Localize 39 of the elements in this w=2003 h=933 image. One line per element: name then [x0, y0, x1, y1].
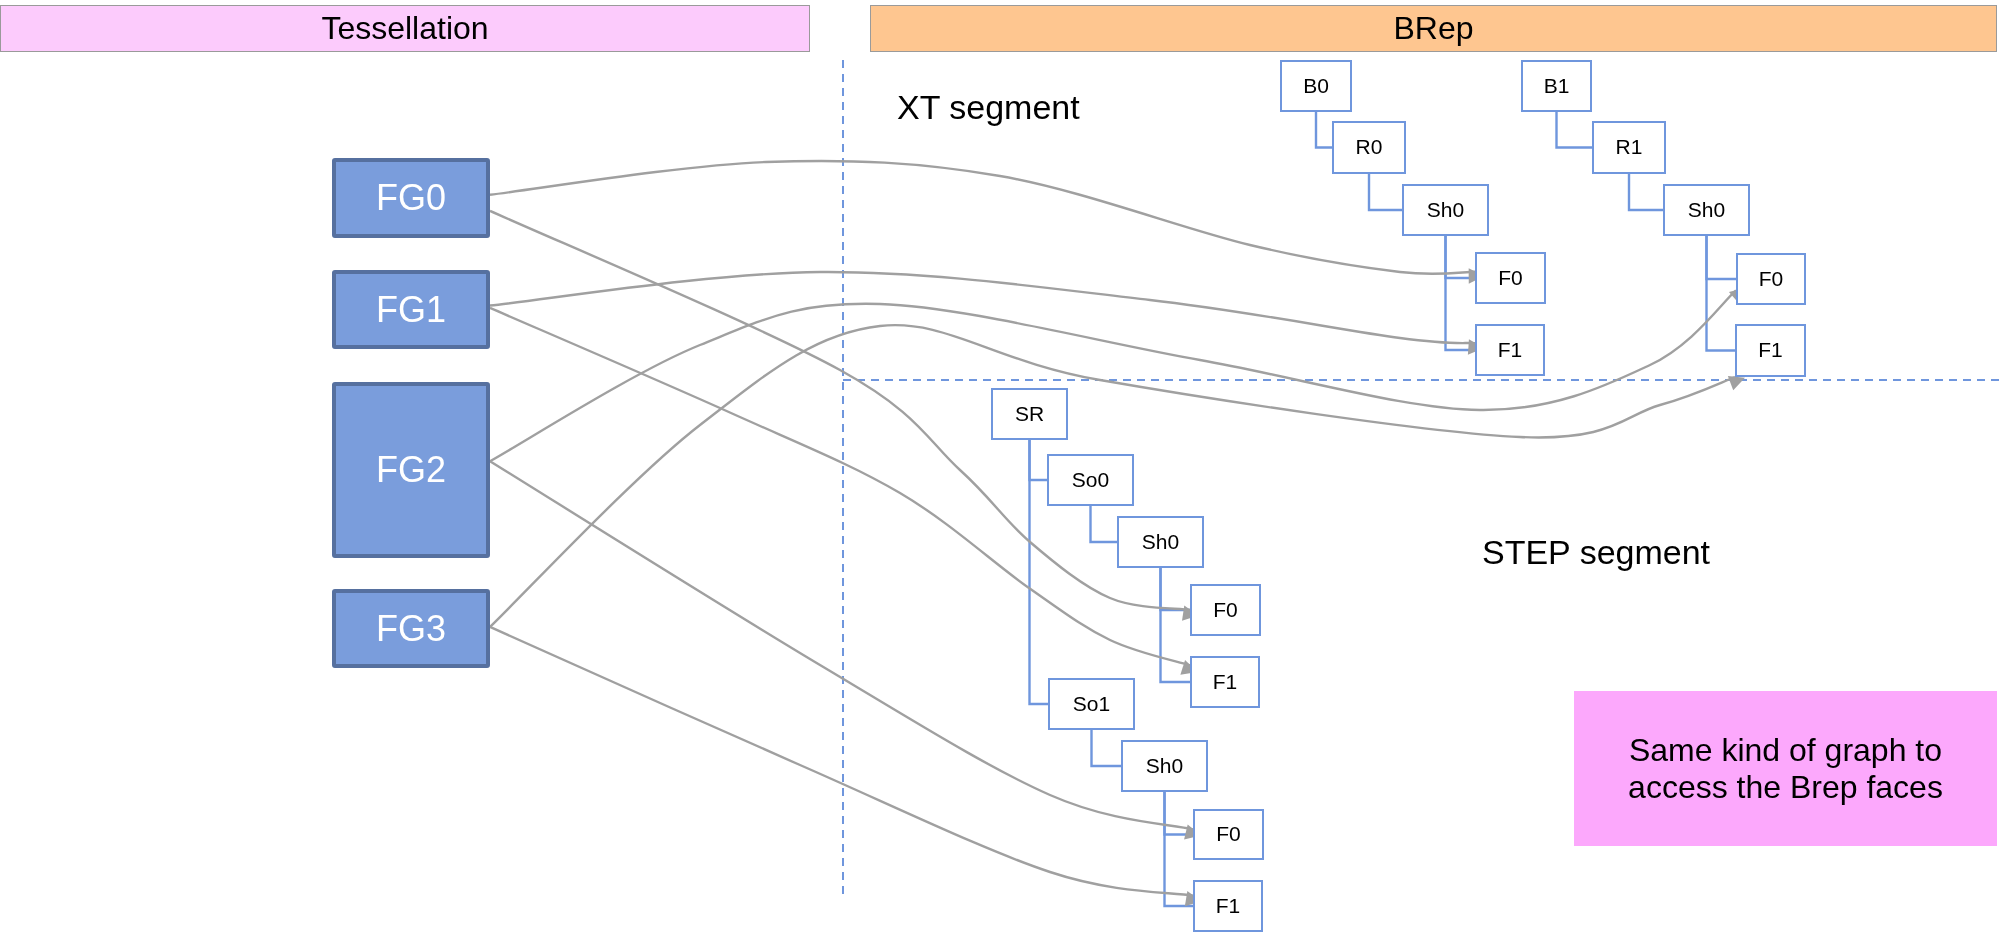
- tree-node-box: R0: [1332, 121, 1406, 174]
- tree-node-box: B1: [1521, 60, 1592, 112]
- tree-node-box: Sh0: [1117, 516, 1204, 568]
- tree-node-box: F0: [1475, 252, 1546, 304]
- curved-arrow: [489, 324, 1745, 628]
- segment-label: XT segment: [897, 88, 1080, 127]
- tree-node-box: R1: [1592, 121, 1666, 174]
- section-header-band: Tessellation: [0, 5, 810, 52]
- segment-label: STEP segment: [1482, 533, 1711, 572]
- tree-node-box: F1: [1475, 324, 1545, 376]
- tree-node-box: Sh0: [1663, 184, 1750, 236]
- tree-connector: [1705, 236, 1735, 352]
- face-group-box: FG1: [332, 270, 490, 349]
- tree-connector: [1314, 112, 1332, 149]
- tree-node-box: F0: [1736, 253, 1806, 305]
- tree-connector: [1090, 730, 1121, 768]
- tree-connector: [1028, 440, 1048, 706]
- face-group-box: FG3: [332, 589, 490, 668]
- tree-node-box: Sh0: [1121, 740, 1208, 792]
- face-group-box: FG0: [332, 158, 490, 238]
- tree-connector: [1627, 174, 1663, 212]
- face-group-box: FG2: [332, 382, 490, 558]
- tree-node-box: B0: [1280, 60, 1352, 112]
- tree-node-box: F1: [1193, 880, 1263, 932]
- section-header-band: BRep: [870, 5, 1997, 52]
- tree-connector: [1555, 112, 1592, 149]
- tree-connector: [1367, 174, 1402, 212]
- tree-node-box: F1: [1735, 324, 1806, 377]
- tree-node-box: Sh0: [1402, 184, 1489, 236]
- tree-connector: [1159, 568, 1190, 684]
- note-box: Same kind of graph to access the Brep faces: [1574, 691, 1997, 846]
- tree-connector: [1089, 506, 1117, 544]
- tree-node-box: So0: [1047, 454, 1134, 506]
- tree-connector: [1163, 792, 1193, 908]
- tree-node-box: F0: [1190, 584, 1261, 636]
- tree-node-box: F1: [1190, 656, 1260, 708]
- tree-node-box: SR: [991, 388, 1068, 440]
- tree-node-box: F0: [1193, 809, 1264, 860]
- tree-node-box: So1: [1048, 678, 1135, 730]
